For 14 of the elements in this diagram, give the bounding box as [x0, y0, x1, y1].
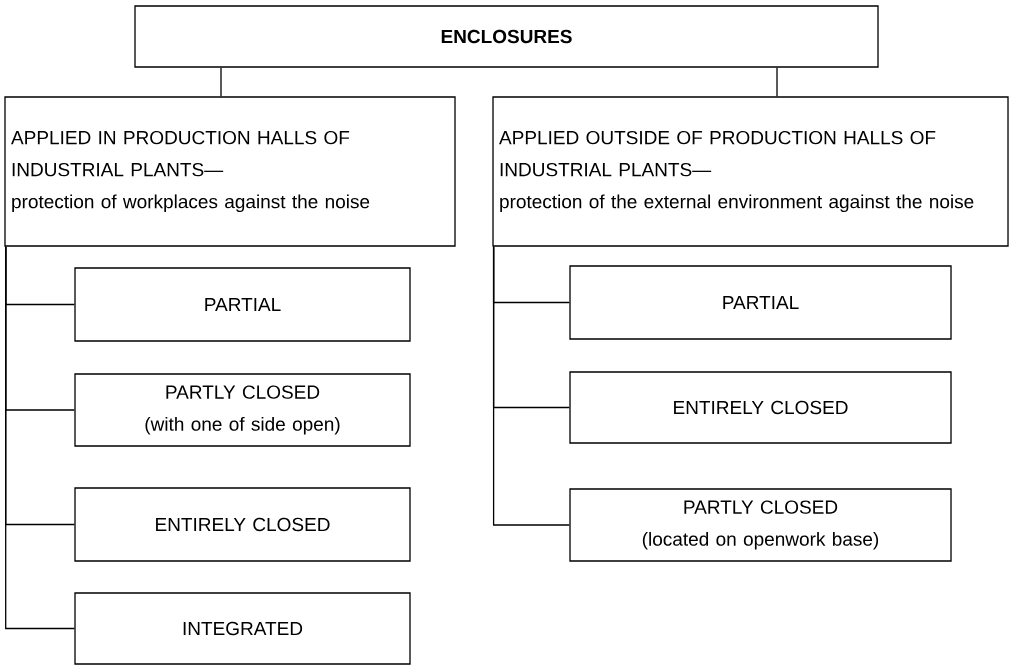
- connector-line: [776, 67, 778, 97]
- type-box: PARTIAL: [74, 267, 411, 342]
- connector-line: [220, 67, 222, 97]
- title-box: ENCLOSURES: [134, 5, 879, 68]
- category-box: APPLIED OUTSIDE OF PRODUCTION HALLS OF INDUSTRIAL PLANTS— protection of the external environment against the noise: [492, 96, 1009, 247]
- type-box: PARTIAL: [569, 265, 952, 340]
- type-box: INTEGRATED: [74, 592, 411, 665]
- type-box: PARTLY CLOSED (located on openwork base): [569, 488, 952, 562]
- connector-line: [492, 246, 570, 526]
- type-box: ENTIRELY CLOSED: [74, 487, 411, 562]
- category-box: APPLIED IN PRODUCTION HALLS OF INDUSTRIAL PLANTS— protection of workplaces against the noise: [4, 96, 456, 247]
- type-box: ENTIRELY CLOSED: [569, 371, 952, 444]
- connector-line: [5, 246, 75, 630]
- type-box: PARTLY CLOSED (with one of side open): [74, 373, 411, 447]
